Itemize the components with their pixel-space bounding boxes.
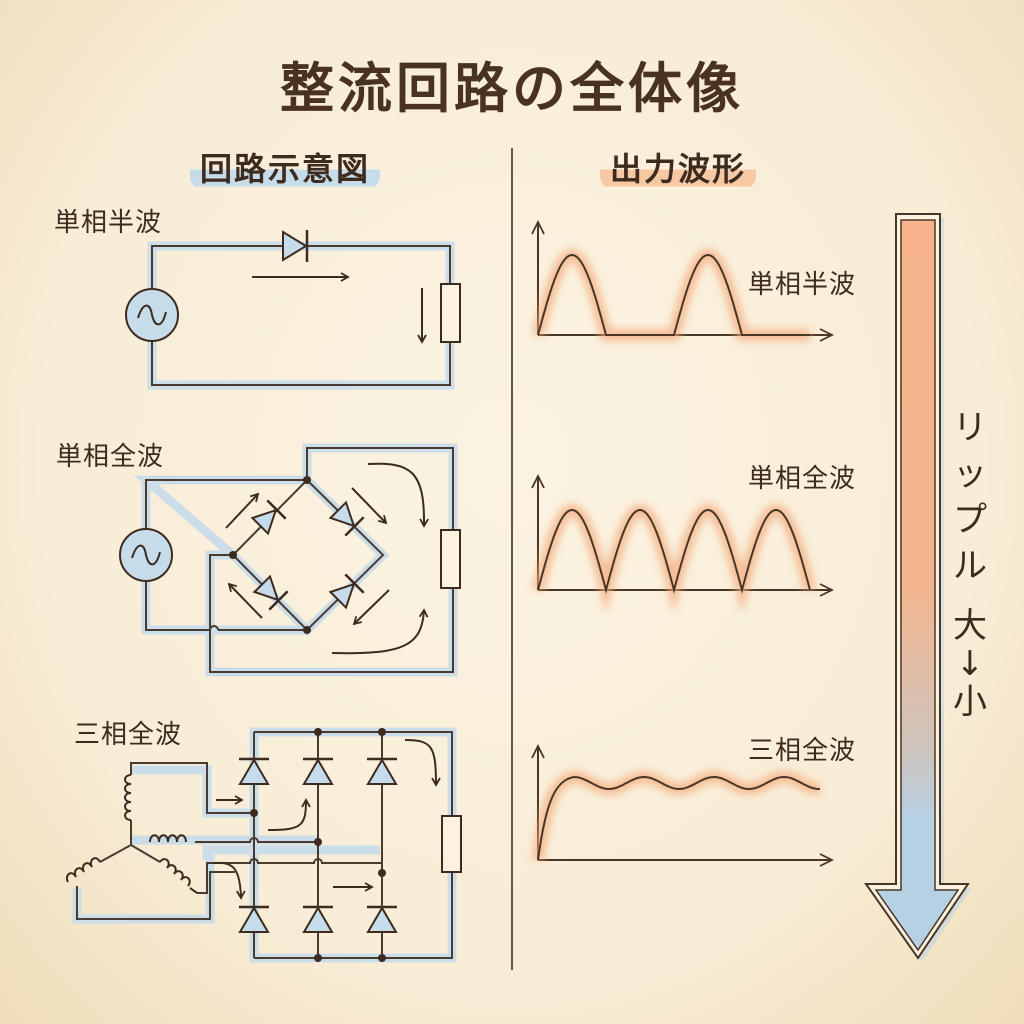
coil-icon: [66, 774, 198, 894]
resistor-icon: [440, 529, 461, 589]
diode-icon: [328, 500, 365, 537]
waveform-full-wave: [532, 476, 832, 614]
resistor-icon: [440, 283, 461, 343]
ac-source-icon: [125, 288, 179, 342]
ripple-arrow-icon: [864, 213, 972, 962]
waveform-label-full-wave: 単相全波: [748, 464, 857, 494]
waveform-glow: [532, 248, 810, 341]
three-phase-bridge-circuit: [66, 727, 462, 963]
waveform-label-three-phase: 三相全波: [748, 736, 857, 766]
ripple-char: プ: [953, 500, 987, 540]
column-divider: [511, 148, 513, 970]
circuit-label-full-wave: 単相全波: [56, 442, 165, 472]
ripple-scale-small: 小: [953, 682, 987, 722]
resistor-icon: [441, 815, 462, 873]
ripple-char: リ: [953, 408, 987, 448]
ac-source-icon: [119, 528, 173, 582]
waveform-line: [537, 775, 821, 861]
full-wave-bridge-circuit: [119, 443, 461, 677]
diode-icon: [366, 757, 398, 785]
current-arrows: [213, 739, 441, 900]
diode-icon: [302, 757, 334, 785]
ripple-label: リ ッ プ ル 大 ↓ 小: [948, 405, 992, 725]
diode-icon: [252, 574, 289, 611]
waveform-glow: [532, 503, 816, 614]
waveform-line: [537, 508, 811, 594]
ripple-char: ッ: [953, 454, 987, 494]
circuit-label-half-wave: 単相半波: [54, 208, 163, 238]
circuit-diagram-heading: 回路示意図: [190, 144, 381, 190]
ripple-scale-large: 大: [953, 606, 987, 646]
circuit-label-three-phase: 三相全波: [74, 720, 183, 750]
waveform-heading: 出力波形: [600, 144, 757, 190]
diode-icon: [328, 573, 365, 610]
diode-icon: [250, 499, 287, 536]
waveform-line: [537, 253, 810, 336]
diode-icon: [238, 757, 270, 785]
diode-icon: [282, 230, 309, 262]
waveform-label-half-wave: 単相半波: [748, 270, 857, 300]
diode-icon: [366, 905, 398, 933]
half-wave-circuit: [125, 230, 461, 390]
ripple-scale-arrow: ↓: [955, 644, 985, 684]
page-title: 整流回路の全体像: [280, 57, 744, 120]
ripple-char: ル: [953, 546, 987, 586]
diode-icon: [302, 905, 334, 933]
waveform-three-phase: [538, 746, 832, 860]
current-arrows: [225, 462, 429, 655]
diode-icon: [238, 905, 270, 933]
waveform-half-wave: [538, 222, 832, 335]
